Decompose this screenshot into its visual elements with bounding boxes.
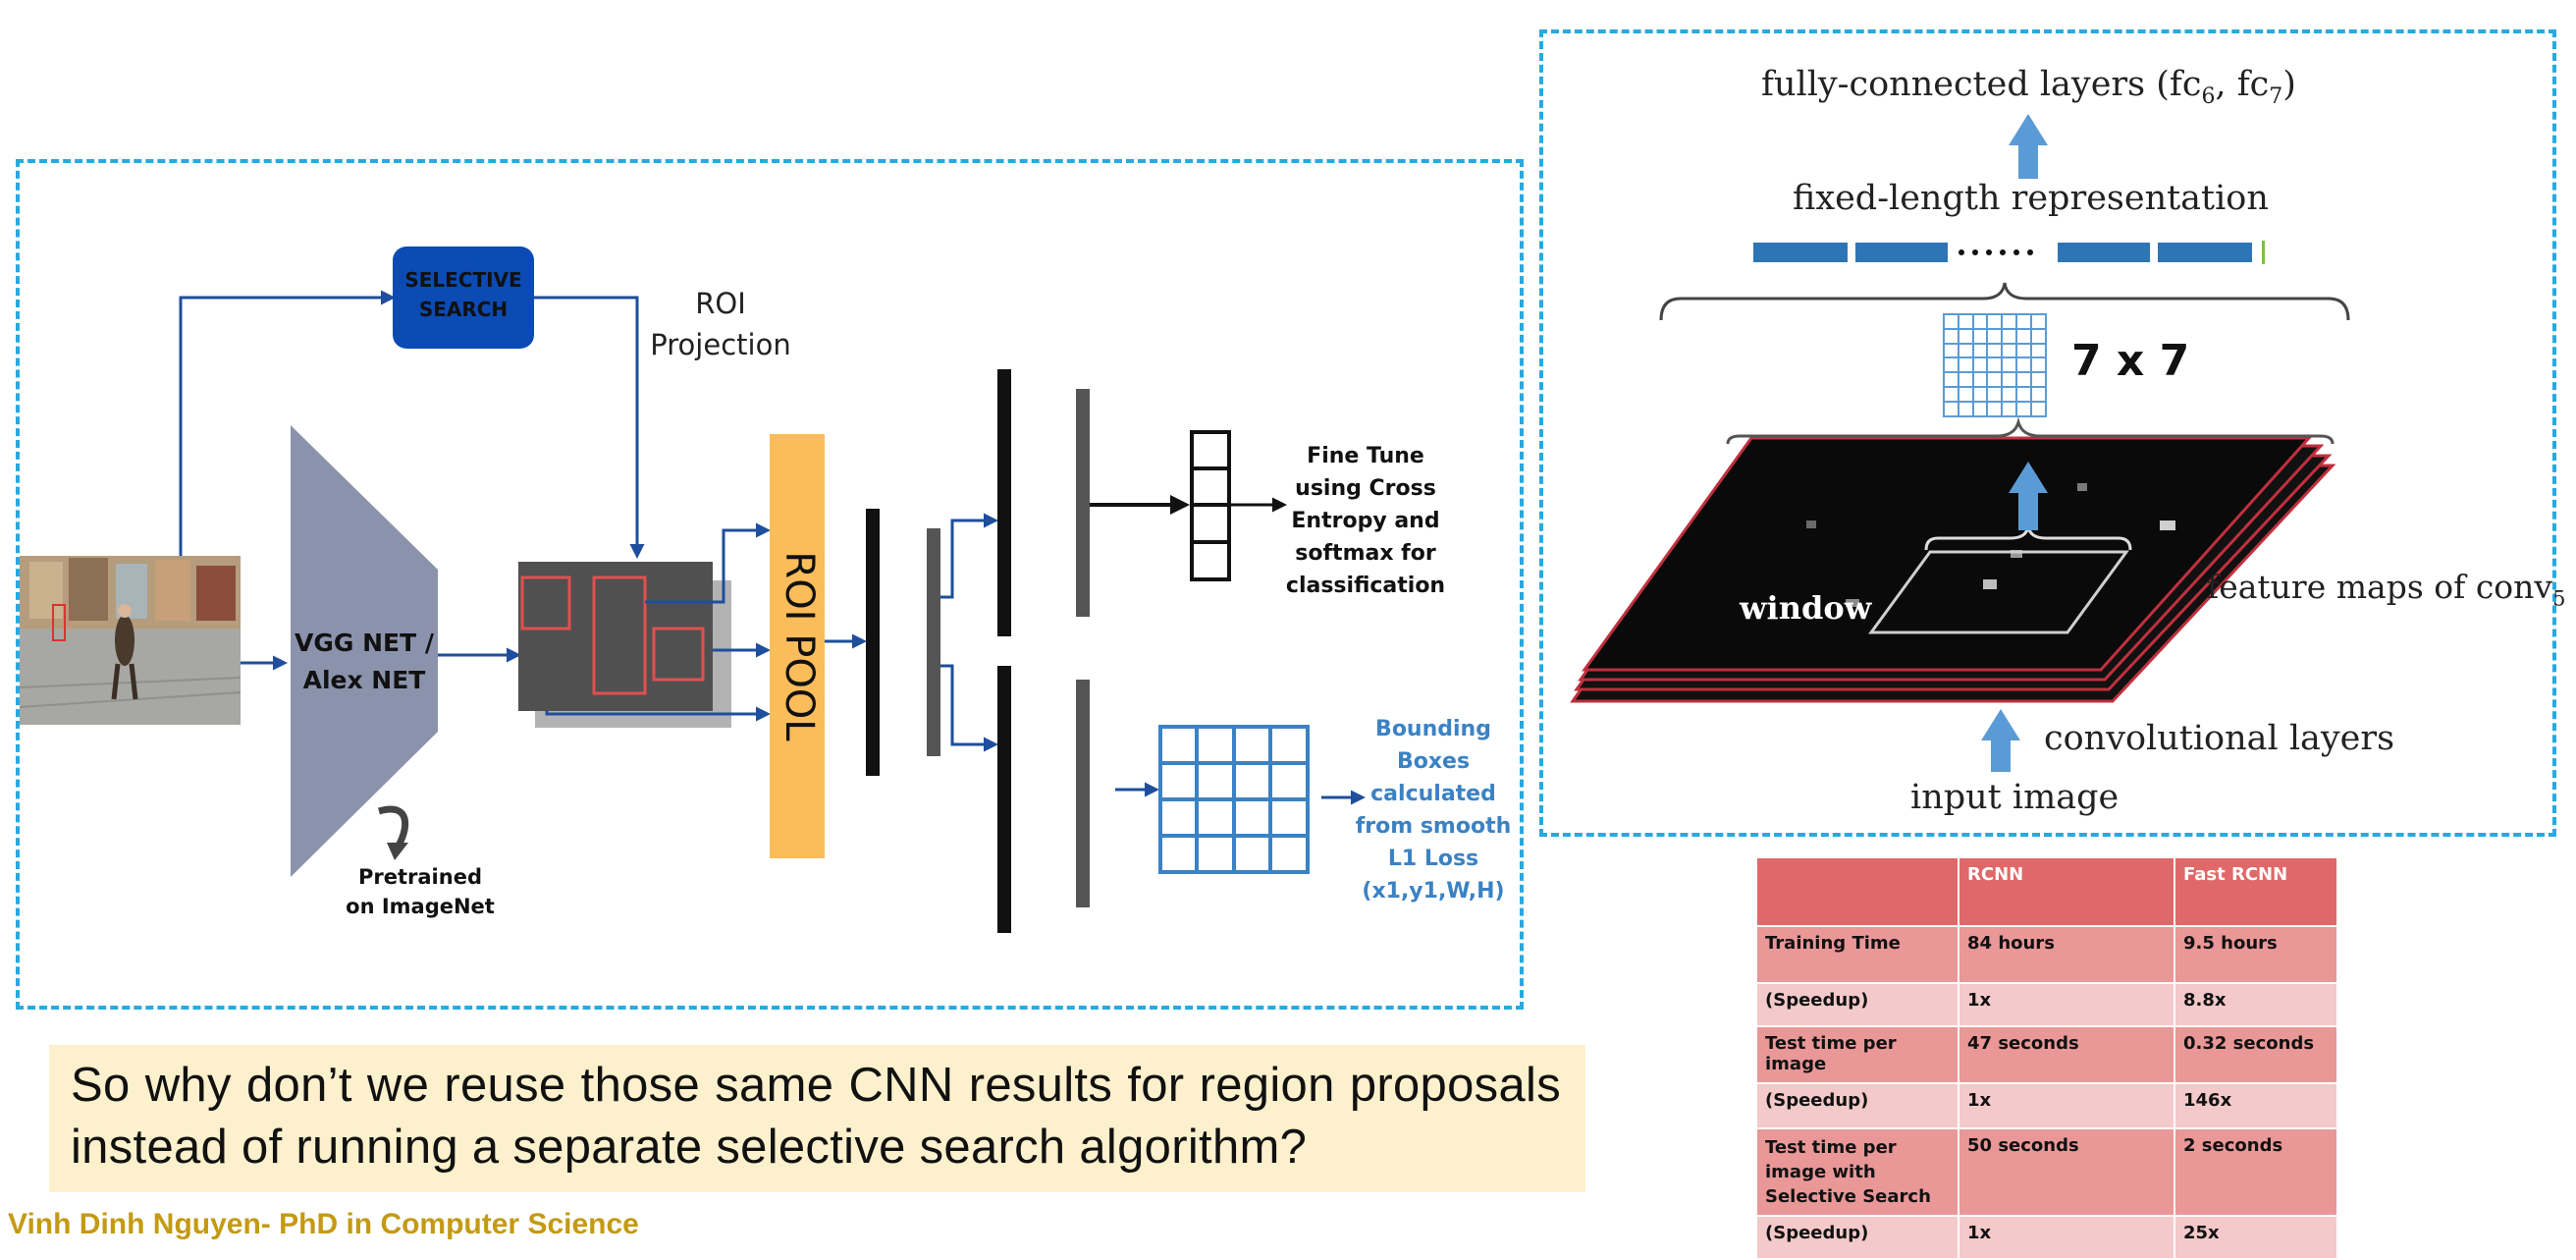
table-row: (Speedup) 1x 25x [1755,1215,2338,1260]
table-cell: 47 seconds [1958,1025,2175,1084]
table-cell: 146x [2174,1082,2338,1129]
table-row: Test time per image with Selective Searc… [1755,1127,2338,1217]
table-cell: Test time per image [1755,1025,1959,1084]
input-photo [19,556,242,725]
bbox-label: Bounding Boxes calculated from smooth L1… [1355,717,1512,904]
window-label: window [1740,589,1872,627]
fc-layer-1 [866,509,880,776]
feature-maps-text: feature maps of conv [2207,568,2553,606]
fine-tune-label: Fine Tune using Cross Entropy and softma… [1285,444,1446,598]
table-cell: 1x [1958,1215,2175,1260]
table-cell: 0.32 seconds [2174,1025,2338,1084]
pipeline-frame [16,159,1524,1010]
cls-fc-2 [1076,389,1090,617]
table-header-cell: RCNN [1958,856,2175,927]
input-image-label: input image [1910,778,2120,817]
reg-fc-2 [1076,680,1090,907]
fixed-length-label: fixed-length representation [1793,179,2269,218]
bbox-grid [1158,725,1310,874]
pretrained-label: Pretrained on ImageNet [346,865,495,918]
table-row: Training Time 84 hours 9.5 hours [1755,925,2338,984]
backbone-label: VGG NET / Alex NET [295,629,434,694]
table-cell: 1x [1958,982,2175,1027]
fc-close-text: ) [2282,65,2296,104]
question-callout: So why don’t we reuse those same CNN res… [49,1045,1585,1192]
author-credit: Vinh Dinh Nguyen- PhD in Computer Scienc… [8,1208,639,1240]
pooling-grid [1943,313,2047,417]
conv-layers-label: convolutional layers [2044,719,2395,758]
fc-layers-text: fully-connected layers (fc [1761,65,2202,104]
table-cell: 1x [1958,1082,2175,1129]
table-cell: 25x [2174,1215,2338,1260]
feature-maps-label: feature maps of conv5 [2207,568,2565,611]
feature-map-with-rois [518,562,731,728]
table-cell: 50 seconds [1958,1127,2175,1217]
table-header-cell [1755,856,1959,927]
table-cell: 84 hours [1958,925,2175,984]
vgg-backbone-shape [291,425,438,877]
table-row: (Speedup) 1x 8.8x [1755,982,2338,1027]
table-cell: (Speedup) [1755,1082,1959,1129]
table-header-row: RCNN Fast RCNN [1755,856,2338,927]
table-cell: 2 seconds [2174,1127,2338,1217]
feature-map-stack [1570,436,2336,703]
fixed-length-vector [1753,243,2252,262]
roi-pool-label: ROI POOL [777,551,822,741]
reg-fc-1 [997,666,1011,933]
grid-size-label: 7 x 7 [2071,336,2190,386]
table-row: (Speedup) 1x 146x [1755,1082,2338,1129]
selective-search-box [393,247,534,349]
fc-layer-2 [927,528,940,756]
pipeline-diagram [19,247,1366,933]
fc-sep-text: , fc [2215,65,2270,104]
softmax-vector [1190,430,1231,581]
table-cell: 9.5 hours [2174,925,2338,984]
cls-fc-1 [997,369,1011,636]
table-cell: 8.8x [2174,982,2338,1027]
table-cell: Training Time [1755,925,1959,984]
fc-layers-label: fully-connected layers (fc6, fc7) [1761,65,2296,109]
table-header-cell: Fast RCNN [2174,856,2338,927]
fc6-subscript: 6 [2201,84,2216,109]
table-cell: (Speedup) [1755,982,1959,1027]
comparison-table: RCNN Fast RCNN Training Time 84 hours 9.… [1755,856,2338,1260]
selective-search-label: SELECTIVE SEARCH [404,268,522,321]
roi-projection-label: ROI Projection [650,287,791,361]
spp-diagram [1570,114,2350,772]
spp-frame [1539,29,2556,837]
table-row: Test time per image 47 seconds 0.32 seco… [1755,1025,2338,1084]
conv5-subscript: 5 [2552,586,2566,611]
fc7-subscript: 7 [2269,84,2283,109]
table-cell: (Speedup) [1755,1215,1959,1260]
roi-pool-block [770,434,825,858]
table-cell: Test time per image with Selective Searc… [1755,1127,1959,1217]
